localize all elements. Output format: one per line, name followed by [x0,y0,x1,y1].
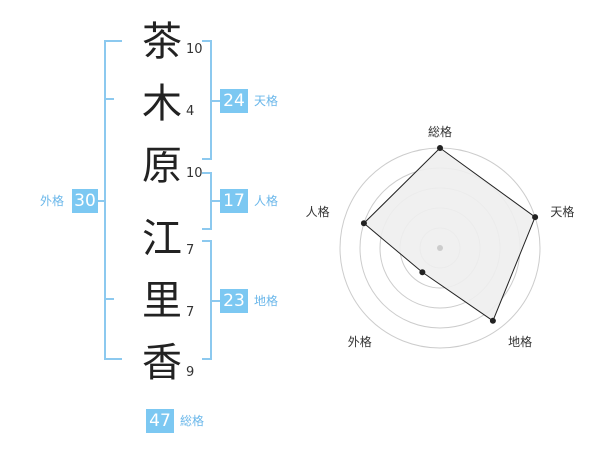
jinkaku-bracket-bottom [202,228,212,230]
radar-axis-label-4: 外格 [348,334,372,349]
radar-point-4 [419,269,426,276]
stroke-count-2: 4 [186,104,195,119]
tenkaku-badge: 24 [220,89,248,113]
name-char-1: 茶 [142,19,182,65]
radar-axis-label-1: 総格 [428,124,452,139]
chikaku-bracket-top [202,240,212,242]
name-char-4: 江 [142,216,182,262]
radar-point-3 [489,317,496,324]
jinkaku-badge: 17 [220,189,248,213]
radar-point-2 [532,214,539,221]
gaikaku-bracket-bottom [104,358,122,360]
name-char-3: 原 [142,143,182,189]
chikaku-badge: 23 [220,289,248,313]
chikaku-bracket-link [210,300,220,302]
chikaku-label: 地格 [254,294,279,308]
jinkaku-bracket-top [202,172,212,174]
tenkaku-bracket-top [202,40,212,42]
tenkaku-bracket-bottom [202,158,212,160]
jinkaku-label: 人格 [254,194,279,208]
gaikaku-badge: 30 [72,189,98,213]
name-char-5: 里 [142,278,182,324]
radar-point-5 [360,220,367,227]
radar-center-dot [437,245,443,251]
stroke-count-5: 7 [186,305,195,320]
soukaku-label: 総格 [180,414,205,428]
radar-axis-label-2: 天格 [550,204,574,219]
gaikaku-bracket-tick-1 [104,98,114,100]
gaikaku-label: 外格 [40,194,65,208]
gaikaku-bracket-top [104,40,122,42]
tenkaku-label: 天格 [254,94,279,108]
chikaku-bracket-bottom [202,358,212,360]
tenkaku-bracket-link [210,100,220,102]
radar-axis-label-5: 人格 [306,204,330,219]
name-char-2: 木 [142,81,182,127]
stroke-count-3: 10 [186,166,203,181]
stroke-count-1: 10 [186,42,203,57]
name-char-6: 香 [142,340,182,386]
soukaku-badge: 47 [146,409,174,433]
gaikaku-bracket-tick-2 [104,298,114,300]
stroke-count-4: 7 [186,243,195,258]
jinkaku-bracket-link [210,200,220,202]
radar-axis-label-3: 地格 [508,334,532,349]
radar-point-1 [437,145,443,151]
radar-data-polygon [363,147,536,322]
stroke-count-6: 9 [186,365,195,380]
gaikaku-bracket-link [96,200,106,202]
